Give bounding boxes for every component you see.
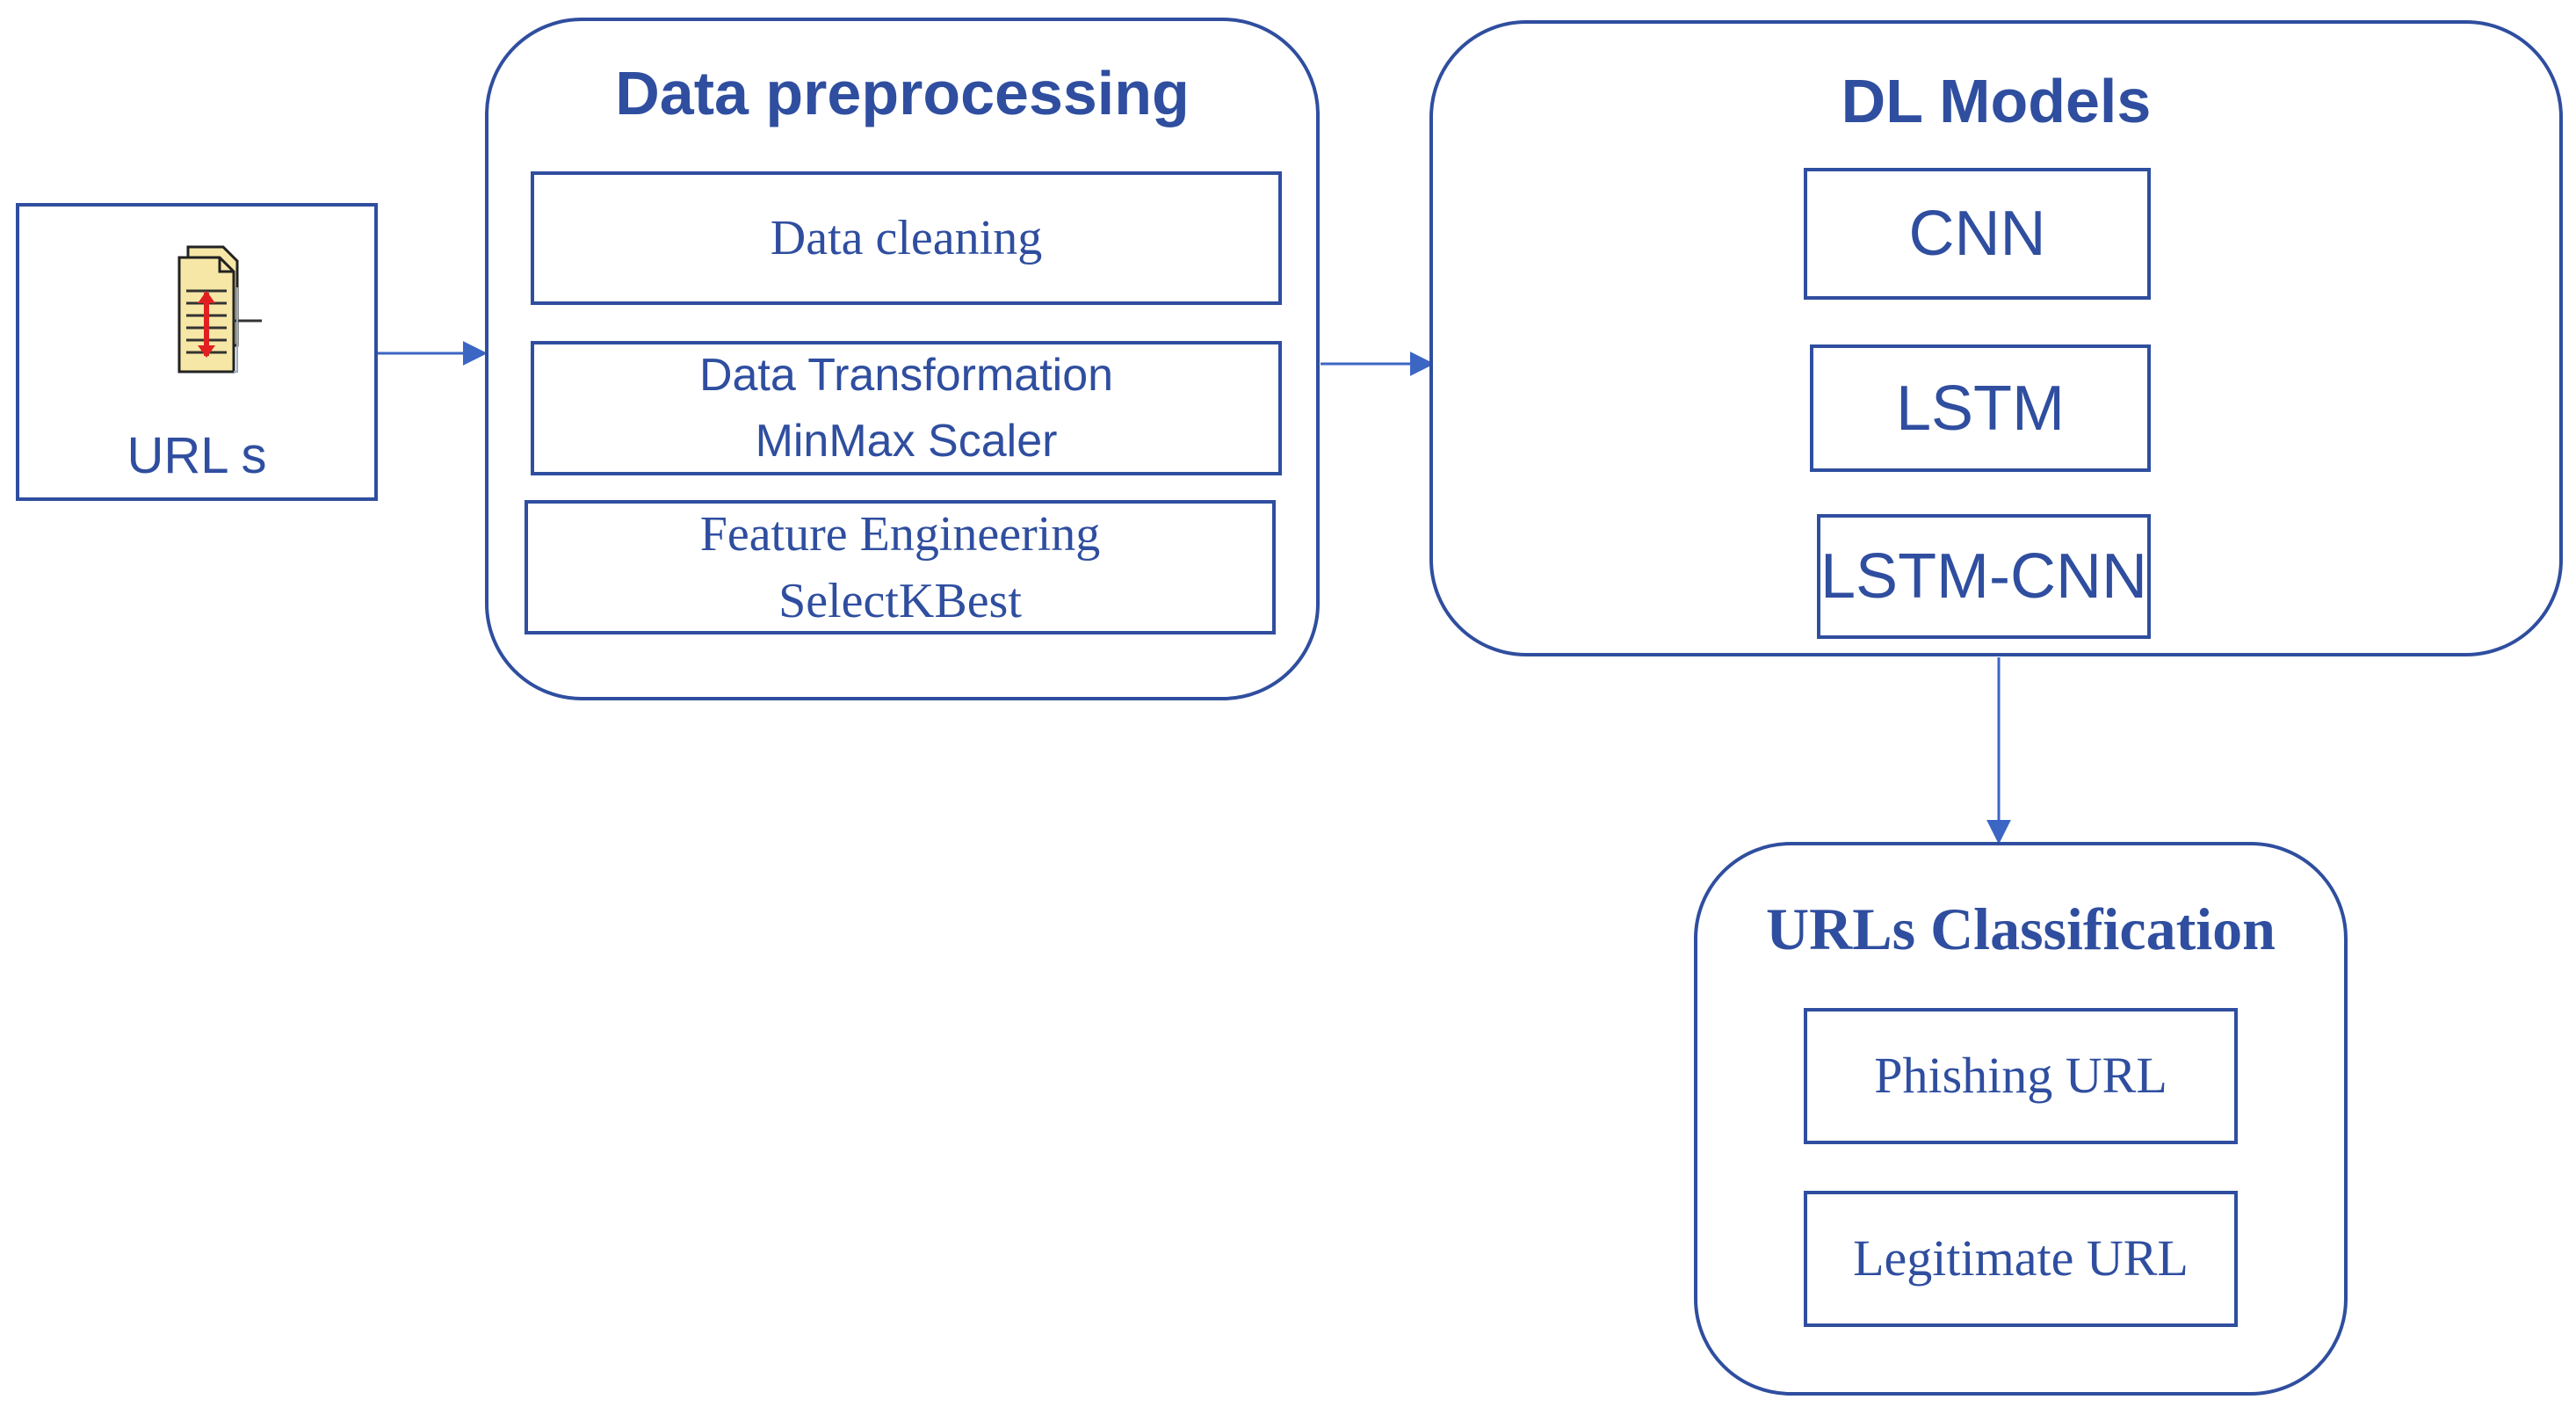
class-label: Legitimate URL [1853,1229,2189,1287]
model-lstm: LSTM [1810,344,2151,472]
class-legitimate-url: Legitimate URL [1804,1191,2238,1327]
class-label: Phishing URL [1874,1047,2167,1105]
step-sublabel: SelectKBest [778,573,1022,628]
step-label: Feature Engineering [699,506,1101,562]
model-lstm-cnn: LSTM-CNN [1817,514,2151,639]
models-title: DL Models [1841,67,2152,135]
step-sublabel: MinMax Scaler [755,415,1058,467]
input-urls-box: URL s [16,203,378,501]
preprocessing-title: Data preprocessing [615,59,1190,127]
step-label: Data cleaning [770,211,1043,265]
model-label: LSTM [1895,373,2066,444]
step-label: Data Transformation [698,349,1114,401]
model-cnn: CNN [1804,168,2151,300]
step-data-cleaning: Data cleaning [531,171,1282,305]
class-phishing-url: Phishing URL [1804,1008,2238,1144]
model-label: CNN [1908,199,2046,269]
document-icon [177,245,262,373]
step-feature-engineering: Feature Engineering SelectKBest [525,500,1276,634]
step-data-transformation: Data Transformation MinMax Scaler [531,341,1282,475]
model-label: LSTM-CNN [1820,541,2147,612]
classification-title: URLs Classification [1766,896,2276,962]
input-label: URL s [127,427,267,484]
